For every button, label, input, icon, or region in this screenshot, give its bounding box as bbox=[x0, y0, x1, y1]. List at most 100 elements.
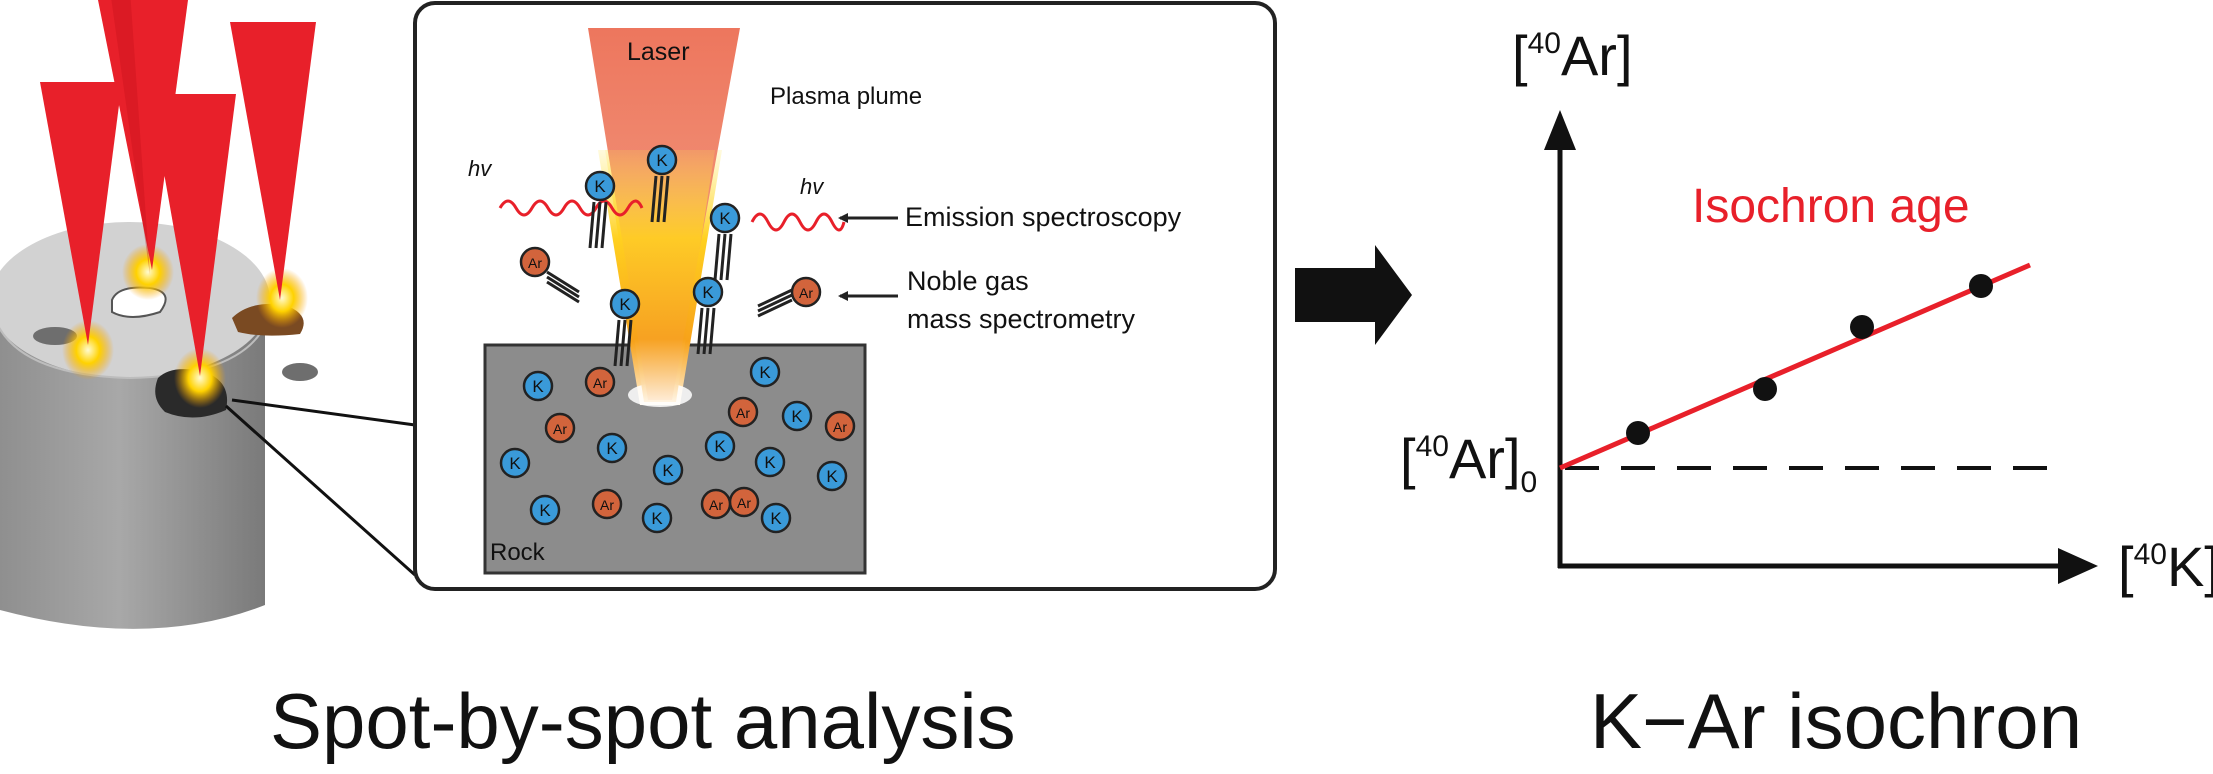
y-axis-arrowhead bbox=[1544, 110, 1576, 150]
argon-symbol: Ar bbox=[553, 421, 567, 437]
potassium-symbol: K bbox=[619, 295, 631, 314]
atom-motion-trail bbox=[702, 307, 710, 355]
ablation-spot bbox=[282, 363, 318, 381]
atom-motion-trail bbox=[713, 233, 721, 281]
potassium-atom bbox=[641, 502, 673, 534]
sample-cylinder bbox=[0, 0, 318, 629]
atom-motion-trail bbox=[650, 175, 658, 223]
data-point bbox=[1850, 315, 1874, 339]
potassium-atom bbox=[749, 356, 781, 388]
argon-symbol: Ar bbox=[709, 497, 723, 513]
x-axis-arrowhead bbox=[2058, 548, 2098, 584]
argon-atom bbox=[591, 488, 623, 520]
isochron-age-label: Isochron age bbox=[1692, 180, 1970, 233]
atom-motion-trail bbox=[625, 319, 633, 367]
argon-symbol: Ar bbox=[600, 497, 614, 513]
emission-wave-left bbox=[498, 199, 644, 217]
argon-atom bbox=[584, 366, 616, 398]
data-point bbox=[1626, 421, 1650, 445]
potassium-symbol: K bbox=[606, 439, 618, 458]
caption-k-ar-isochron: K−Ar isochron bbox=[1590, 677, 2083, 765]
atom-motion-trail bbox=[594, 201, 602, 249]
atom-motion-trail bbox=[708, 307, 716, 355]
potassium-symbol: K bbox=[791, 407, 803, 426]
atom-motion-trail bbox=[619, 319, 627, 367]
atom-motion-trail bbox=[656, 175, 664, 223]
rock-label: Rock bbox=[490, 539, 546, 566]
potassium-atom bbox=[609, 288, 641, 320]
isochron-graph: Isochron age [40Ar] [40Ar]0 [40K] bbox=[1400, 24, 2213, 598]
argon-symbol: Ar bbox=[593, 375, 607, 391]
emission-wave-right bbox=[750, 212, 846, 232]
potassium-atom bbox=[704, 430, 736, 462]
potassium-atom bbox=[529, 494, 561, 526]
laser-cone bbox=[40, 82, 122, 345]
potassium-atom bbox=[596, 432, 628, 464]
emission-label: Emission spectroscopy bbox=[905, 202, 1182, 232]
argon-atom bbox=[700, 488, 732, 520]
laser-cone bbox=[98, 0, 188, 270]
callout-line bbox=[225, 404, 416, 577]
potassium-atom bbox=[646, 144, 678, 176]
caption-spot-analysis: Spot-by-spot analysis bbox=[270, 677, 1016, 765]
atom-motion-trail bbox=[600, 201, 608, 249]
laser-label: Laser bbox=[627, 38, 690, 66]
atom-motion-trail bbox=[757, 298, 793, 318]
argon-symbol: Ar bbox=[799, 285, 813, 301]
argon-atom bbox=[824, 410, 856, 442]
potassium-symbol: K bbox=[714, 437, 726, 456]
spot-glow bbox=[122, 244, 174, 300]
potassium-symbol: K bbox=[770, 509, 782, 528]
argon-atom bbox=[519, 246, 551, 278]
spot-glow bbox=[256, 268, 308, 328]
atom-motion-trail bbox=[725, 233, 733, 281]
potassium-symbol: K bbox=[662, 461, 674, 480]
transition-arrow bbox=[1295, 245, 1412, 345]
intercept-label: [40Ar]0 bbox=[1400, 427, 1537, 499]
potassium-symbol: K bbox=[702, 283, 714, 302]
spot-glow bbox=[62, 320, 114, 380]
potassium-symbol: K bbox=[656, 151, 668, 170]
potassium-atom bbox=[499, 447, 531, 479]
argon-symbol: Ar bbox=[737, 495, 751, 511]
potassium-atom bbox=[760, 502, 792, 534]
potassium-atom bbox=[754, 446, 786, 478]
data-point bbox=[1753, 377, 1777, 401]
argon-symbol: Ar bbox=[528, 255, 542, 271]
inset-panel: Rock Laser Plasma plume hv hv Emission s… bbox=[413, 1, 1277, 591]
plasma-plume-label: Plasma plume bbox=[770, 83, 922, 110]
potassium-atom bbox=[692, 276, 724, 308]
potassium-symbol: K bbox=[509, 454, 521, 473]
potassium-atom bbox=[781, 400, 813, 432]
potassium-symbol: K bbox=[759, 363, 771, 382]
noble-gas-label: Noble gas bbox=[907, 266, 1029, 296]
potassium-atom bbox=[522, 370, 554, 402]
potassium-atom bbox=[709, 202, 741, 234]
atom-motion-trail bbox=[696, 307, 704, 355]
argon-atom bbox=[790, 276, 822, 308]
callout-line bbox=[231, 398, 416, 427]
spot-glow bbox=[174, 348, 226, 408]
y-axis-label: [40Ar] bbox=[1512, 24, 1633, 87]
argon-symbol: Ar bbox=[833, 419, 847, 435]
hv-left-label: hv bbox=[468, 156, 493, 181]
atom-motion-trail bbox=[588, 201, 596, 249]
potassium-symbol: K bbox=[826, 467, 838, 486]
argon-atom bbox=[727, 396, 759, 428]
atom-motion-trail bbox=[546, 270, 580, 294]
atom-motion-trail bbox=[757, 288, 793, 308]
atom-motion-trail bbox=[546, 280, 580, 304]
potassium-symbol: K bbox=[594, 177, 606, 196]
potassium-symbol: K bbox=[764, 453, 776, 472]
potassium-symbol: K bbox=[719, 209, 731, 228]
potassium-symbol: K bbox=[651, 509, 663, 528]
atom-motion-trail bbox=[719, 233, 727, 281]
potassium-atom bbox=[816, 460, 848, 492]
potassium-atom bbox=[584, 170, 616, 202]
mass-spectrometry-label: mass spectrometry bbox=[907, 304, 1136, 334]
argon-atom bbox=[544, 412, 576, 444]
potassium-atom bbox=[652, 454, 684, 486]
hv-right-label: hv bbox=[800, 174, 825, 199]
